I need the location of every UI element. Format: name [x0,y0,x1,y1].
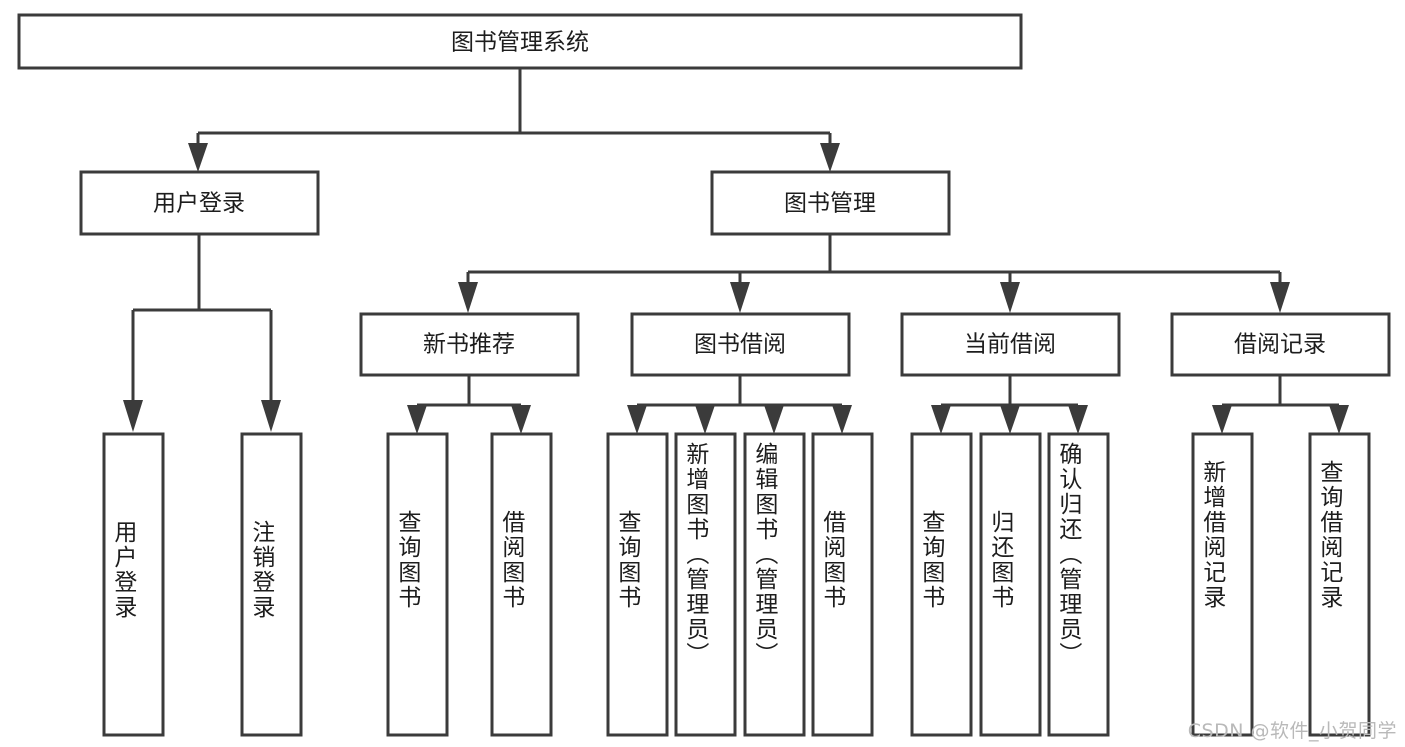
arrow-head-icon [1270,282,1290,313]
arrow-head-icon [458,282,478,313]
node-new-book-recommend[interactable]: 新书推荐 [359,312,580,377]
leaf-box-add-book-admin[interactable] [674,432,737,737]
edge-borrow-record-to-leaves-bus [1220,375,1341,424]
arrow-head-icon [695,405,715,434]
node-book-borrow[interactable]: 图书借阅 [630,312,851,377]
leaf-boxes [102,432,1371,737]
node-current-borrow-box[interactable] [900,312,1121,377]
node-user-login-label: 用户登录 [153,191,245,217]
arrow-head-icon [1329,405,1349,434]
arrow-head-icon [1000,405,1020,434]
arrow-heads [123,143,1349,434]
node-user-login[interactable]: 用户登录 [79,170,320,236]
arrow-head-icon [511,405,531,434]
arrow-head-icon [1068,405,1088,434]
leaf-box-logout[interactable] [240,432,303,737]
leaf-box-return-book[interactable] [979,432,1042,737]
node-root[interactable]: 图书管理系统 [17,13,1023,70]
arrow-head-icon [123,400,143,432]
node-book-management-box[interactable] [710,170,951,236]
arrow-head-icon [261,400,281,432]
edge-user-login-to-leaves-bus [131,235,273,408]
node-borrow-record[interactable]: 借阅记录 [1170,312,1391,377]
leaf-box-query-book-borrow[interactable] [606,432,669,737]
arrow-head-icon [1212,405,1232,434]
leaf-box-query-book-new[interactable] [386,432,449,737]
node-borrow-record-box[interactable] [1170,312,1391,377]
arrow-head-icon [931,405,951,434]
node-book-management[interactable]: 图书管理 [710,170,951,236]
node-user-login-box[interactable] [79,170,320,236]
node-current-borrow-label: 当前借阅 [964,332,1056,358]
leaf-box-borrow-book-new[interactable] [490,432,553,737]
leaf-box-query-book-current[interactable] [910,432,973,737]
edge-new-book-to-leaves-bus [415,375,523,424]
arrow-head-icon [764,405,784,434]
leaf-box-user-login[interactable] [102,432,165,737]
leaf-box-edit-book-admin[interactable] [743,432,806,737]
node-book-management-label: 图书管理 [784,191,876,217]
leaf-box-confirm-return-admin[interactable] [1047,432,1110,737]
node-current-borrow[interactable]: 当前借阅 [900,312,1121,377]
node-new-book-recommend-box[interactable] [359,312,580,377]
node-root-label: 图书管理系统 [451,30,589,56]
arrow-head-icon [627,405,647,434]
watermark: CSDN @软件_小贺同学 [1187,720,1397,742]
leaf-box-borrow-book[interactable] [811,432,874,737]
node-book-borrow-label: 图书借阅 [694,332,786,358]
leaf-box-query-borrow-record[interactable] [1308,432,1371,737]
node-borrow-record-label: 借阅记录 [1234,332,1326,358]
node-new-book-recommend-label: 新书推荐 [423,332,515,358]
edge-book-mgmt-to-level3-bus [466,233,1282,302]
node-root-box[interactable] [17,13,1023,70]
edge-root-to-level2-bus [196,68,832,160]
arrow-head-icon [820,143,840,172]
arrow-head-icon [188,143,208,172]
arrow-head-icon [730,282,750,313]
arrow-head-icon [407,405,427,434]
arrow-head-icon [832,405,852,434]
leaf-box-add-borrow-record[interactable] [1191,432,1254,737]
node-book-borrow-box[interactable] [630,312,851,377]
arrow-head-icon [1000,282,1020,313]
edge-book-borrow-to-leaves-bus [635,375,844,424]
